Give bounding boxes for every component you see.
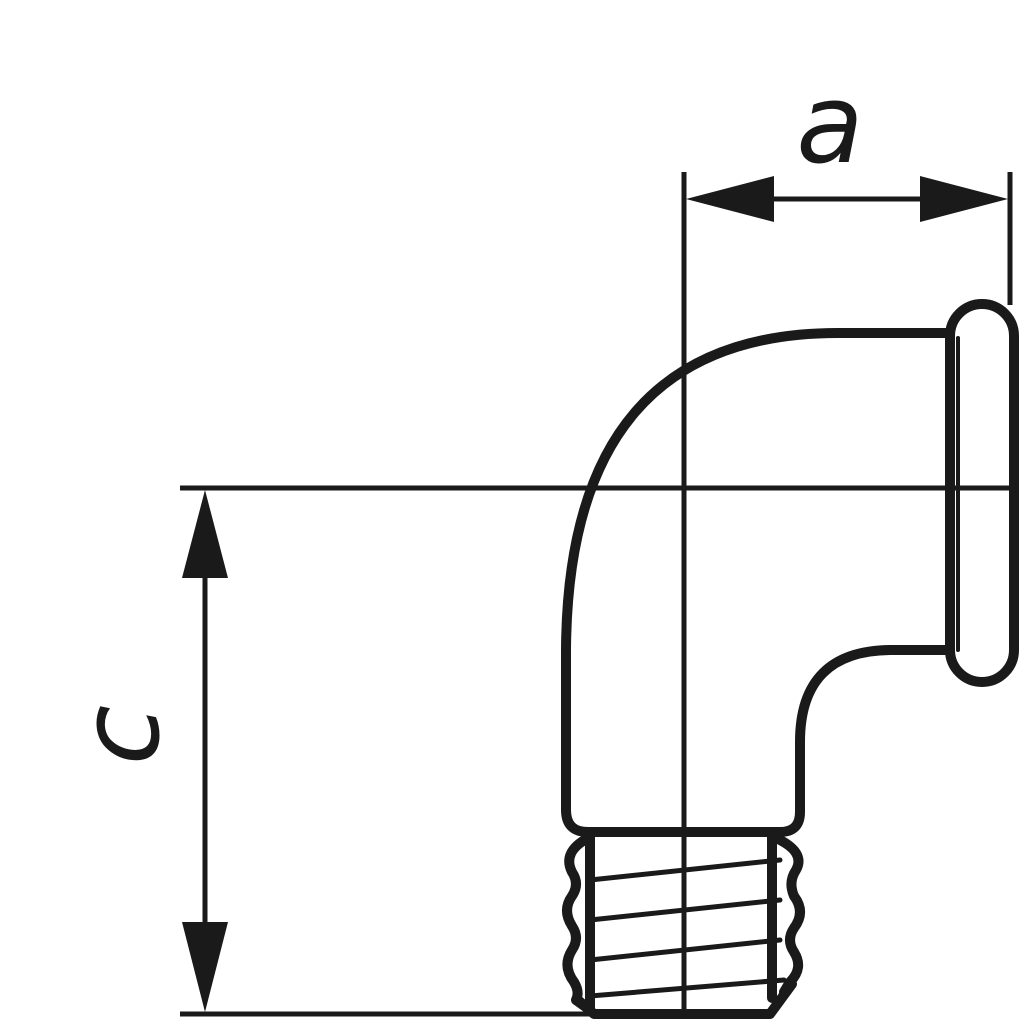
dimension-a-arrow-left xyxy=(686,176,774,222)
reference-lines xyxy=(180,172,1013,1017)
thread-crests-right xyxy=(771,833,805,997)
elbow-flange xyxy=(945,299,1019,687)
elbow-body-outline xyxy=(561,328,955,837)
thread-crests-left xyxy=(562,833,595,1015)
dimension-a: a xyxy=(686,60,1008,222)
dimension-a-arrow-right xyxy=(920,176,1008,222)
dimension-a-label: a xyxy=(796,60,863,188)
dimension-c: c xyxy=(56,490,228,1012)
dimension-c-arrow-bottom xyxy=(182,922,228,1012)
elbow-fitting xyxy=(561,299,1019,1019)
dimension-c-arrow-top xyxy=(182,490,228,578)
thread-line-4 xyxy=(587,977,787,999)
thread-tip xyxy=(573,979,797,1019)
dimension-c-label: c xyxy=(56,705,184,765)
